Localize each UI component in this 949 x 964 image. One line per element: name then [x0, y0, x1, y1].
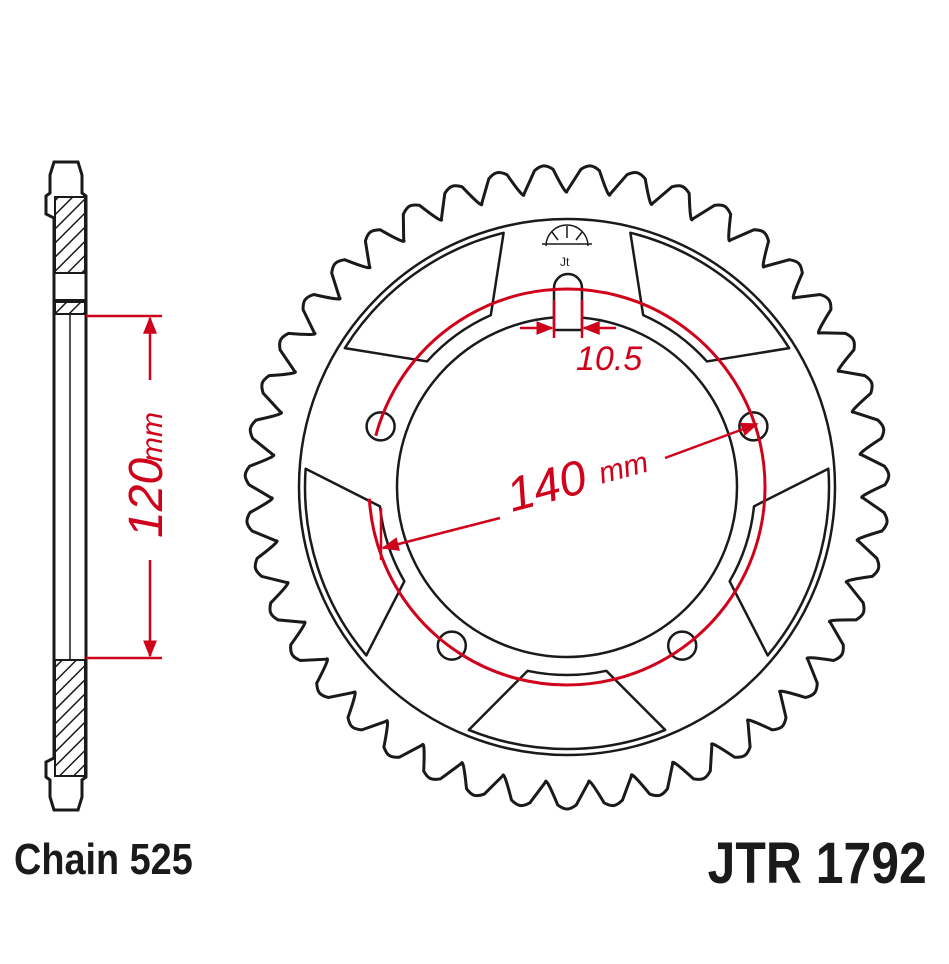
lightening-cutout	[343, 231, 505, 363]
bolt-circle-pcd	[367, 287, 767, 687]
side-hatch-bottom	[54, 659, 86, 777]
bolt-hole-dimension: 10.5	[520, 300, 642, 378]
side-hatch-small	[54, 301, 86, 315]
chain-size-label: Chain 525	[14, 835, 193, 884]
brand-mark-icon: Jt	[542, 224, 592, 269]
sprocket-side-profile	[44, 160, 88, 812]
svg-text:Jt: Jt	[560, 255, 570, 269]
bolt-hole	[365, 411, 396, 442]
lightening-cutout	[303, 467, 406, 657]
rim-circle	[297, 217, 837, 757]
lightening-cutout	[467, 669, 667, 751]
top-slot	[552, 272, 584, 332]
part-number-label: JTR 1792	[707, 831, 927, 896]
sprocket-front-view: Jt	[243, 164, 891, 811]
side-hatch-top	[54, 196, 86, 274]
hub-depth-dimension: 120 mm	[86, 314, 173, 660]
hub-depth-value: 120	[120, 458, 173, 538]
side-profile-outline	[44, 160, 88, 812]
hub-depth-unit: mm	[136, 412, 169, 462]
lightening-cutout	[629, 231, 791, 363]
lightening-cutouts	[303, 231, 831, 751]
lightening-cutout	[728, 467, 831, 657]
bolt-hole-value: 10.5	[576, 340, 642, 378]
